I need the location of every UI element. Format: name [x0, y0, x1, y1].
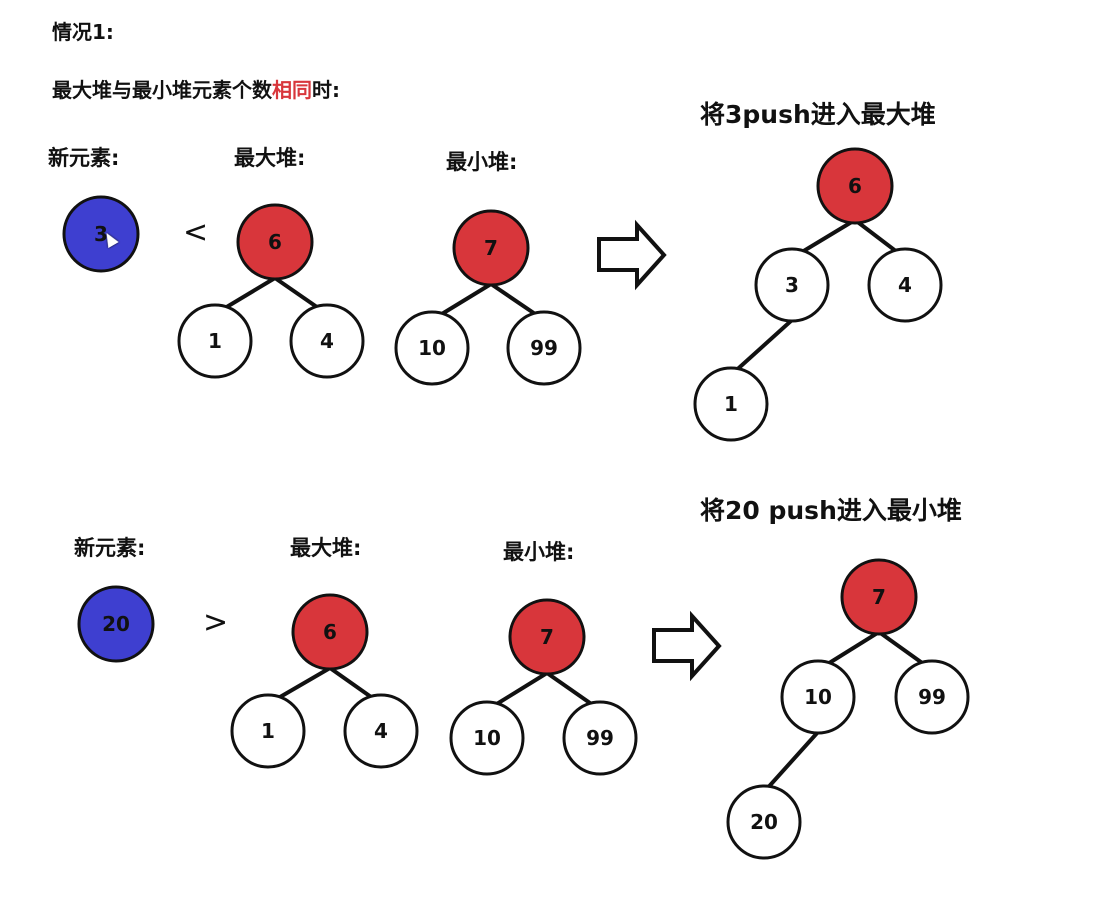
- case-title: 情况1:: [52, 20, 114, 44]
- result-right-value-2: 99: [918, 685, 946, 709]
- min-heap-root-node-1: [452, 209, 530, 287]
- min-heap-1: 7 10 99: [394, 209, 582, 386]
- min-heap-left-node-2: [449, 700, 525, 776]
- min-heap-root-value-1: 7: [484, 236, 498, 260]
- comparison-operator-1: <: [183, 215, 209, 250]
- result-title-2: 将20 push进入最小堆: [700, 496, 962, 525]
- max-heap-left-node-2: [230, 693, 306, 769]
- result-title-1: 将3push进入最大堆: [700, 100, 936, 129]
- condition-line: 最大堆与最小堆元素个数相同时:: [52, 80, 340, 100]
- new-element-1: 3: [62, 195, 140, 273]
- new-node-value-2: 20: [102, 612, 130, 636]
- max-heap-2: 6 1 4: [230, 593, 419, 769]
- max-heap-label-1: 最大堆:: [234, 146, 306, 170]
- max-heap-right-value-2: 4: [374, 719, 388, 743]
- result-leaf-value-2: 20: [750, 810, 778, 834]
- min-heap-left-value-1: 10: [418, 336, 446, 360]
- result-root-value-2: 7: [872, 585, 886, 609]
- max-heap-root-node-2: [291, 593, 369, 671]
- max-heap-root-node-1: [236, 203, 314, 281]
- max-heap-root-value-1: 6: [268, 230, 282, 254]
- result-root-node-1: [816, 147, 894, 225]
- result-root-node-2: [840, 558, 918, 636]
- result-heap-2: 7 10 99 20: [726, 558, 970, 860]
- min-heap-left-value-2: 10: [473, 726, 501, 750]
- result-heap-1: 6 3 4 1: [693, 147, 943, 442]
- new-node-2: [77, 585, 155, 663]
- min-heap-left-node-1: [394, 310, 470, 386]
- result-right-value-1: 4: [898, 273, 912, 297]
- arrow-right-icon-1: [597, 219, 667, 291]
- min-heap-root-value-2: 7: [540, 625, 554, 649]
- result-root-value-1: 6: [848, 174, 862, 198]
- result-left-value-1: 3: [785, 273, 799, 297]
- new-element-label-2: 新元素:: [74, 536, 146, 560]
- result-left-node-2: [780, 659, 856, 735]
- result-right-node-1: [867, 247, 943, 323]
- result-leaf-node-2: [726, 784, 802, 860]
- min-heap-root-node-2: [508, 598, 586, 676]
- min-heap-right-node-2: [562, 700, 638, 776]
- min-heap-right-value-1: 99: [530, 336, 558, 360]
- max-heap-right-value-1: 4: [320, 329, 334, 353]
- comparison-operator-2: >: [203, 605, 229, 640]
- min-heap-2: 7 10 99: [449, 598, 638, 776]
- condition-suffix: 时:: [312, 78, 340, 102]
- max-heap-label-2: 最大堆:: [290, 536, 362, 560]
- arrow-right-icon-2: [652, 610, 722, 682]
- result-leaf-value-1: 1: [724, 392, 738, 416]
- max-heap-right-node-2: [343, 693, 419, 769]
- new-element-2: 20: [77, 585, 155, 663]
- max-heap-left-node-1: [177, 303, 253, 379]
- max-heap-left-value-1: 1: [208, 329, 222, 353]
- max-heap-right-node-1: [289, 303, 365, 379]
- condition-highlight: 相同: [272, 78, 312, 102]
- condition-prefix: 最大堆与最小堆元素个数: [52, 78, 272, 102]
- min-heap-label-1: 最小堆:: [446, 150, 518, 174]
- min-heap-right-node-1: [506, 310, 582, 386]
- new-element-label-1: 新元素:: [48, 146, 120, 170]
- result-right-node-2: [894, 659, 970, 735]
- result-left-node-1: [754, 247, 830, 323]
- new-node-1: [62, 195, 140, 273]
- new-node-value-1: 3: [94, 222, 108, 246]
- result-left-value-2: 10: [804, 685, 832, 709]
- max-heap-left-value-2: 1: [261, 719, 275, 743]
- min-heap-label-2: 最小堆:: [503, 540, 575, 564]
- result-leaf-node-1: [693, 366, 769, 442]
- min-heap-right-value-2: 99: [586, 726, 614, 750]
- max-heap-1: 6 1 4: [177, 203, 365, 379]
- max-heap-root-value-2: 6: [323, 620, 337, 644]
